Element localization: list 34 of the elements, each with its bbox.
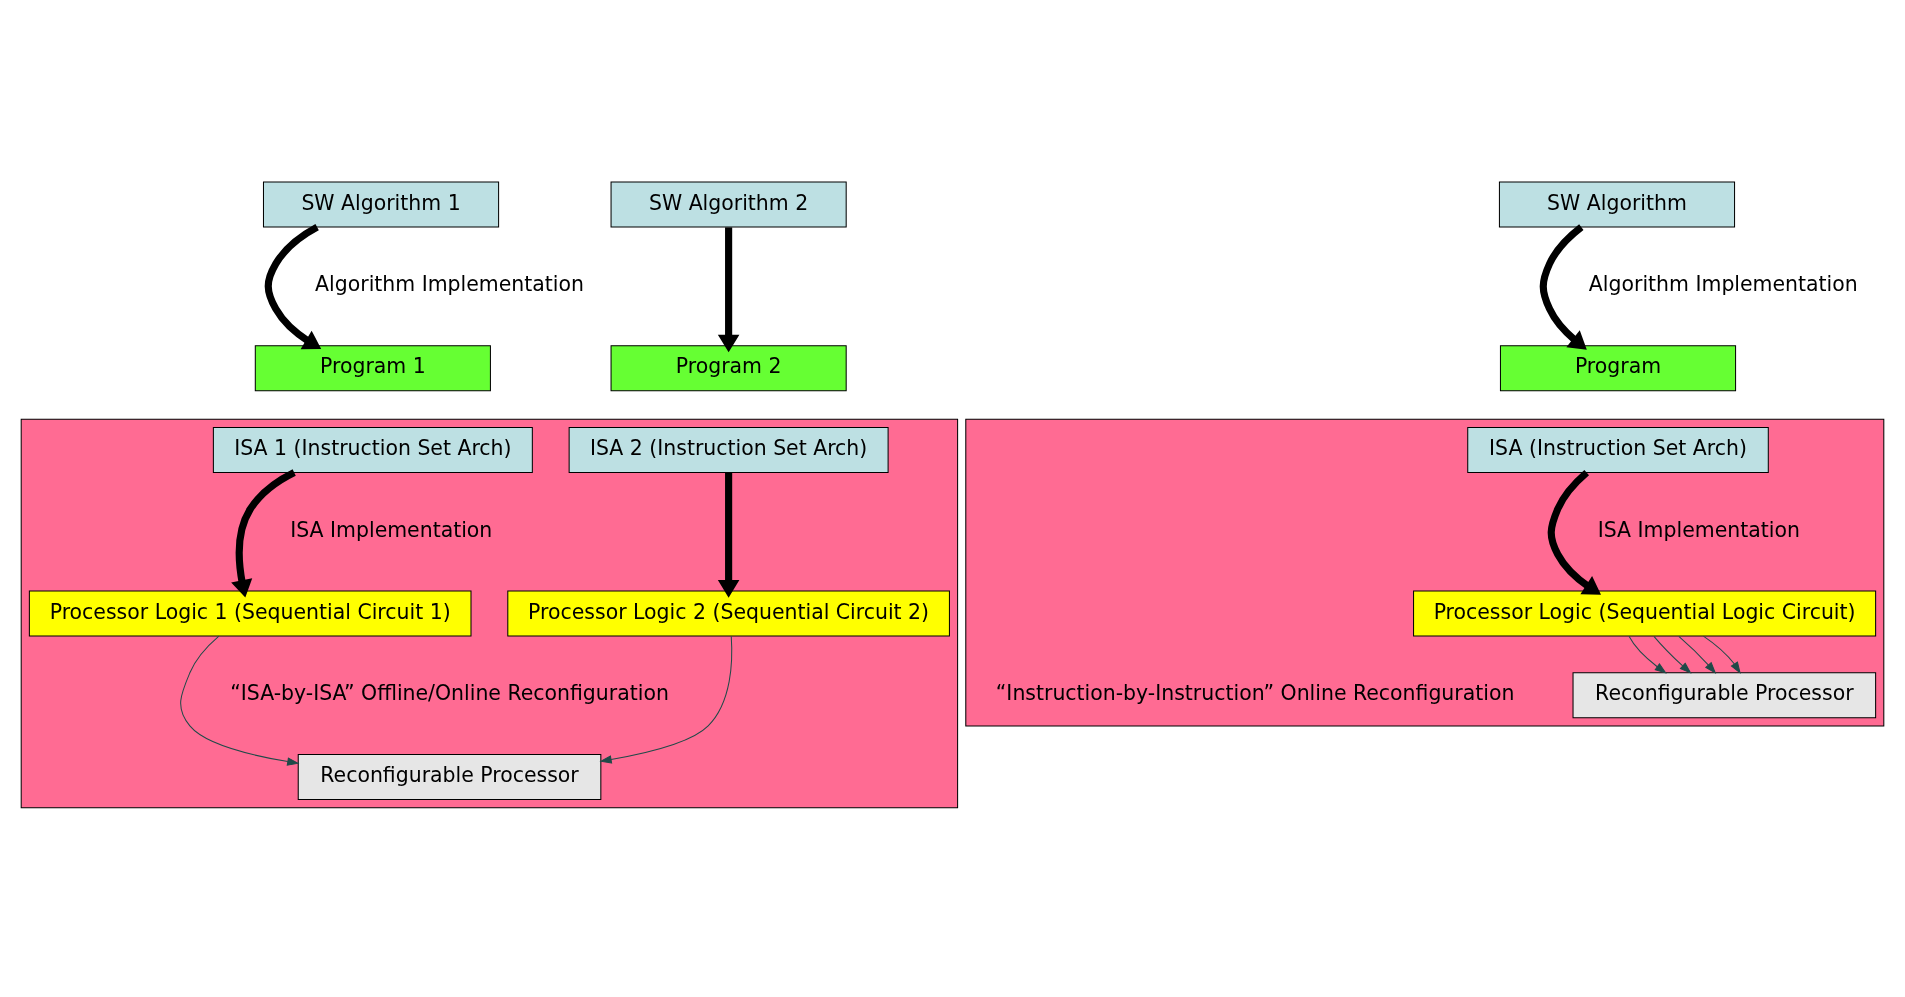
arrow <box>1547 469 1602 595</box>
arrow <box>1539 223 1587 350</box>
arrow <box>717 226 740 352</box>
node-box: ISA 2 (Instruction Set Arch) <box>568 426 889 473</box>
node-box: SW Algorithm 1 <box>262 181 500 228</box>
arrow <box>231 468 296 598</box>
arrow <box>1702 635 1741 674</box>
node-box: Processor Logic 1 (Sequential Circuit 1) <box>28 590 472 636</box>
arrow <box>599 635 733 764</box>
label: Algorithm Implementation <box>315 271 584 296</box>
node-box: Processor Logic (Sequential Logic Circuit) <box>1413 590 1877 636</box>
node-box: ISA (Instruction Set Arch) <box>1467 426 1769 473</box>
arrow <box>1628 635 1667 674</box>
node-box: Program 1 <box>254 344 491 391</box>
node-box: ISA 1 (Instruction Set Arch) <box>212 426 533 473</box>
node-box: Program <box>1499 344 1737 391</box>
node-box: Reconfigurable Processor <box>297 753 602 800</box>
cluster <box>965 418 1885 726</box>
label: ISA Implementation <box>290 517 493 542</box>
label: Algorithm Implementation <box>1588 271 1858 296</box>
node-box: Program 2 <box>610 344 847 391</box>
arrow <box>1678 635 1717 674</box>
label: “Instruction-by-Instruction” Online Reconfiguration <box>995 680 1515 705</box>
node-box: SW Algorithm 2 <box>610 181 847 228</box>
arrow <box>264 223 322 349</box>
cluster <box>20 418 959 808</box>
arrow <box>180 635 300 766</box>
arrow <box>1653 635 1692 674</box>
label: “ISA-by-ISA” Offline/Online Reconfiguration <box>230 680 669 705</box>
label: ISA Implementation <box>1597 517 1800 542</box>
node-box: SW Algorithm <box>1498 181 1736 228</box>
node-box: Reconfigurable Processor <box>1572 671 1877 718</box>
node-box: Processor Logic 2 (Sequential Circuit 2) <box>507 590 950 636</box>
arrow <box>717 472 740 598</box>
